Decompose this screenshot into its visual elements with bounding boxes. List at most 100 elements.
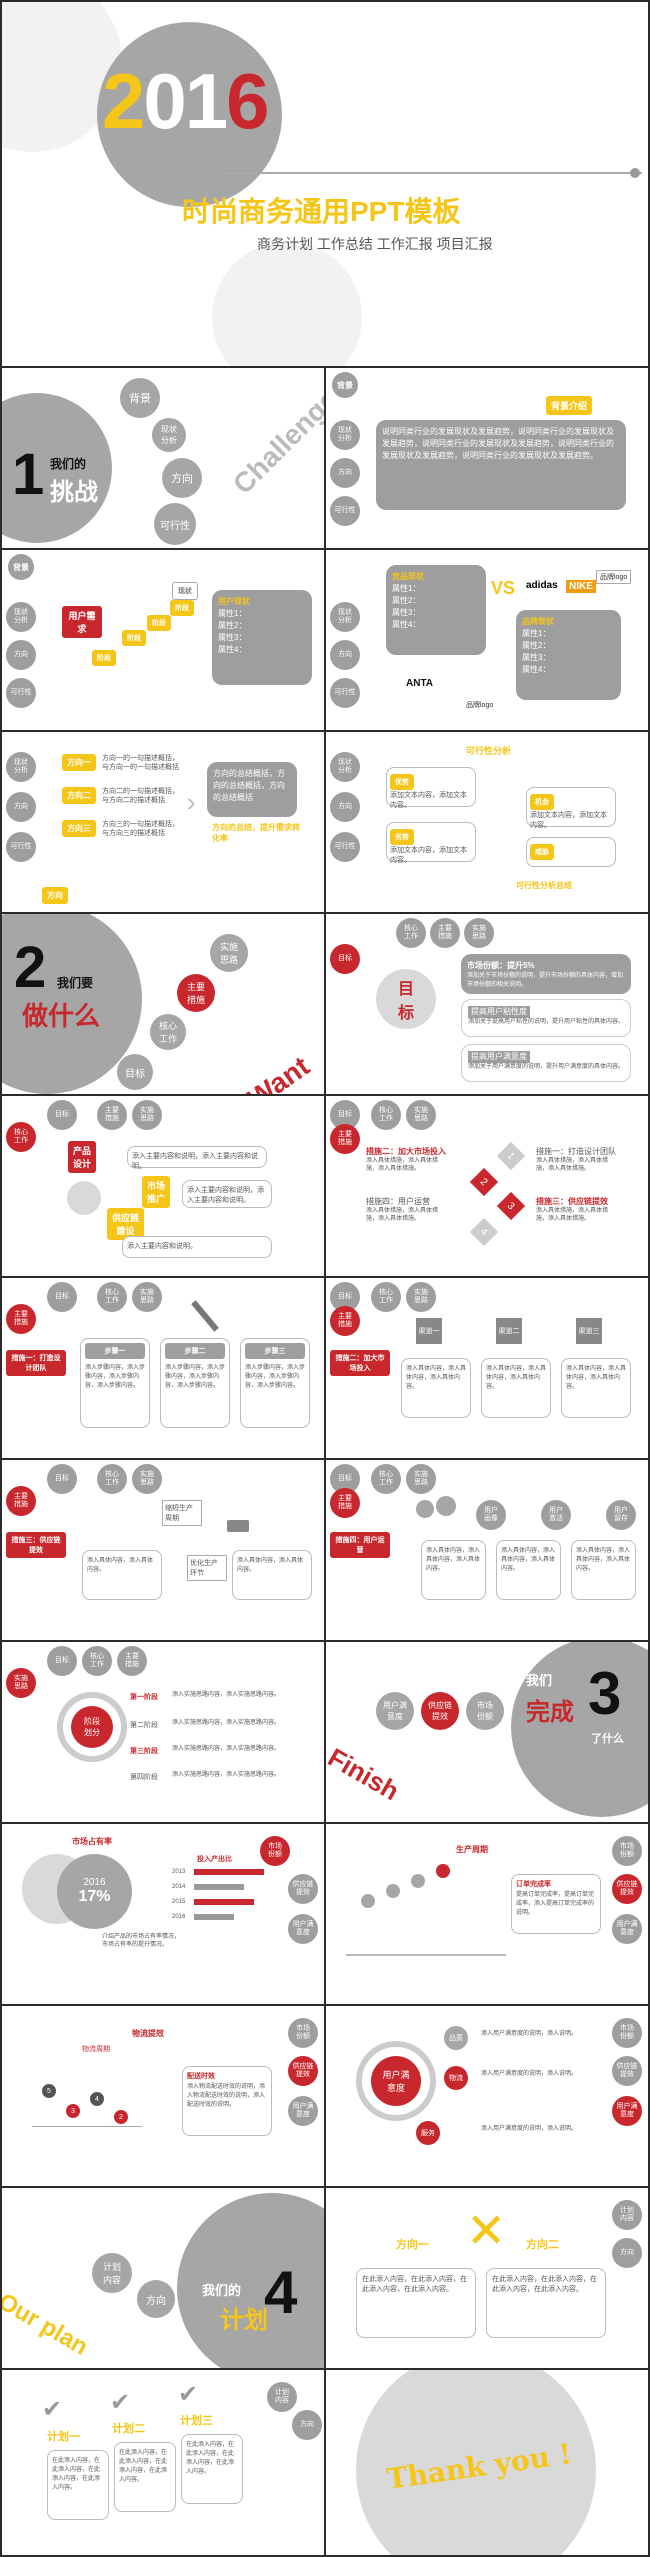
side-nav-item[interactable]: 用户满 意度 [288, 2096, 318, 2126]
side-nav-item[interactable]: 用户满 意度 [288, 1914, 318, 1944]
brand-attr: 属性4： [522, 665, 551, 674]
status-attr: 属性1： [218, 609, 247, 618]
section-item-bubble[interactable]: 现状 分析 [152, 418, 186, 452]
channel-arrow: 渠道一 [416, 1318, 442, 1344]
side-nav-item[interactable]: 可行性 [330, 832, 360, 862]
side-nav-item[interactable]: 核心 工作 [371, 1100, 401, 1130]
step-box: 阶段 [122, 630, 146, 646]
side-nav-item[interactable]: 实施 思路 [406, 1464, 436, 1494]
satisfaction-center-label: 用户满 意度 [371, 2056, 421, 2106]
side-nav-item[interactable]: 供应链 提效 [612, 2056, 642, 2086]
user-op-card: 添入具体内容，添入具体内容，添入具体内容。 [496, 1540, 561, 1600]
side-nav-item[interactable]: 现状 分析 [6, 602, 36, 632]
side-nav-item[interactable]: 方向 [292, 2410, 322, 2440]
side-nav-item[interactable]: 目标 [330, 944, 360, 974]
section-item-bubble[interactable]: 用户满 意度 [376, 1692, 414, 1730]
side-nav-item[interactable]: 目标 [47, 1464, 77, 1494]
side-nav-item[interactable]: 方向 [612, 2238, 642, 2268]
side-nav-item[interactable]: 实施 思路 [406, 1100, 436, 1130]
side-nav-item[interactable]: 现状 分析 [330, 602, 360, 632]
bar [194, 1899, 254, 1905]
cover-deco-circle [212, 242, 362, 366]
side-nav-item[interactable]: 主要 措施 [97, 1100, 127, 1130]
side-nav-item[interactable]: 方向 [6, 640, 36, 670]
supply-text: 添入具体内容，添入具体内容。 [87, 1558, 154, 1573]
side-nav-item[interactable]: 实施 思路 [406, 1282, 436, 1312]
side-nav-item[interactable]: 供应链 提效 [288, 2056, 318, 2086]
side-nav-item[interactable]: 现状 分析 [330, 420, 360, 450]
side-nav-item[interactable]: 实施 思路 [464, 918, 494, 948]
side-nav-item[interactable]: 主要 措施 [430, 918, 460, 948]
side-nav-item[interactable]: 计划 内容 [267, 2382, 297, 2412]
slide-tag: 主要 措施 [330, 1306, 360, 1336]
section-item-bubble[interactable]: 背景 [120, 378, 160, 418]
measure-label: 措施二：加大市场投入 [330, 1350, 390, 1376]
status-attr: 属性4： [218, 645, 247, 654]
measure-label: 措施三：供应链提效 [6, 1532, 66, 1558]
side-nav-item[interactable]: 市场 份额 [612, 1836, 642, 1866]
side-nav-item[interactable]: 现状 分析 [330, 752, 360, 782]
brand-logo-label: 品牌logo [596, 570, 632, 584]
side-nav-item[interactable]: 可行性 [6, 678, 36, 708]
side-nav-item[interactable]: 核心 工作 [82, 1646, 112, 1676]
step-card-title: 步骤三 [245, 1343, 305, 1359]
side-nav-item[interactable]: 市场 份额 [288, 2018, 318, 2048]
slide-satisfaction: 用户满 意度 品质 物流 服务 添入用户满意度的说明，添入说明。 添入用户满意度… [326, 2006, 648, 2186]
section-item-bubble[interactable]: 市场 份额 [466, 1692, 504, 1730]
side-nav-item[interactable]: 方向 [330, 640, 360, 670]
direction-summary: 方向的总结概括，方向的总结概括，方向的总结概括 [207, 762, 297, 817]
section-item-bubble[interactable]: 核心 工作 [150, 1014, 186, 1050]
side-nav-item[interactable]: 核心 工作 [97, 1464, 127, 1494]
chart-point: 4 [90, 2092, 104, 2106]
section-item-bubble[interactable]: 可行性 [154, 503, 196, 545]
side-nav-item[interactable]: 核心 工作 [396, 918, 426, 948]
side-nav-item[interactable]: 供应链 提效 [612, 1874, 642, 1904]
pencil-icon [191, 1300, 219, 1332]
section-item-bubble[interactable]: 方向 [162, 458, 202, 498]
section-item-bubble[interactable]: 供应链 提效 [421, 1692, 459, 1730]
side-nav-item[interactable]: 实施 思路 [132, 1464, 162, 1494]
side-nav-item[interactable]: 核心 工作 [371, 1282, 401, 1312]
slide-plan-items: ✔ ✔ ✔ 计划一 计划二 计划三 在此添入内容，在此添入内容，在此添入内容，在… [2, 2370, 324, 2555]
side-nav-item[interactable]: 核心 工作 [371, 1464, 401, 1494]
section-item-bubble[interactable]: 实施 思路 [210, 934, 248, 972]
side-nav-item[interactable]: 方向 [330, 458, 360, 488]
side-nav-item[interactable]: 方向 [6, 792, 36, 822]
side-nav-item[interactable]: 实施 思路 [132, 1100, 162, 1130]
section-number: 3 [588, 1660, 622, 1727]
direction-label: 方向二 [62, 787, 96, 804]
side-nav-item[interactable]: 主要 措施 [117, 1646, 147, 1676]
side-nav-item[interactable]: 市场 份额 [612, 2018, 642, 2048]
cover-main-circle [97, 22, 282, 207]
measure-item: 措施四：用户运营 [366, 1197, 430, 1206]
side-nav-item[interactable]: 实施 思路 [132, 1282, 162, 1312]
section-item-bubble[interactable]: 计划 内容 [92, 2253, 132, 2293]
section-item-bubble[interactable]: 方向 [137, 2280, 175, 2318]
intro-text-box: 说明同类行业的发展现状及发展趋势，说明同类行业的发展现状及发展趋势，说明同类行业… [376, 420, 626, 510]
side-nav-item[interactable]: 现状 分析 [6, 752, 36, 782]
side-nav-item[interactable]: 目标 [47, 1646, 77, 1676]
plan-item-card: 在此添入内容，在此添入内容，在此添入内容，在此添入内容。 [47, 2450, 109, 2520]
side-nav-item[interactable]: 方向 [330, 792, 360, 822]
side-nav-item[interactable]: 可行性 [330, 496, 360, 526]
side-nav-item[interactable]: 目标 [47, 1100, 77, 1130]
bar [194, 1884, 244, 1890]
side-nav-item[interactable]: 计划 内容 [612, 2200, 642, 2230]
status-title: 用户现状 [218, 597, 250, 606]
section-item-bubble[interactable]: 主要 措施 [177, 974, 215, 1012]
side-nav-item[interactable]: 市场 份额 [260, 1836, 290, 1866]
measure-item: 措施二：加大市场投入 [366, 1147, 446, 1156]
side-nav-item[interactable]: 用户满 意度 [612, 1914, 642, 1944]
side-nav-item[interactable]: 目标 [47, 1282, 77, 1312]
cycle-box-title: 订单完成率 [516, 1881, 551, 1888]
side-nav-item[interactable]: 核心 工作 [97, 1282, 127, 1312]
side-nav-item[interactable]: 供应链 提效 [288, 1874, 318, 1904]
timeline-dot [386, 1884, 400, 1898]
section-item-bubble[interactable]: 目标 [117, 1054, 153, 1090]
phase-center: 阶段 划分 [57, 1692, 127, 1762]
side-nav-item[interactable]: 用户满 意度 [612, 2096, 642, 2126]
direction-text: 方向二的一句描述概括，与方向二的描述概括 [102, 788, 179, 805]
side-nav-item[interactable]: 可行性 [6, 832, 36, 862]
side-nav-item[interactable]: 可行性 [330, 678, 360, 708]
plan-card: 在此添入内容，在此添入内容，在此添入内容，在此添入内容。 [486, 2268, 606, 2338]
